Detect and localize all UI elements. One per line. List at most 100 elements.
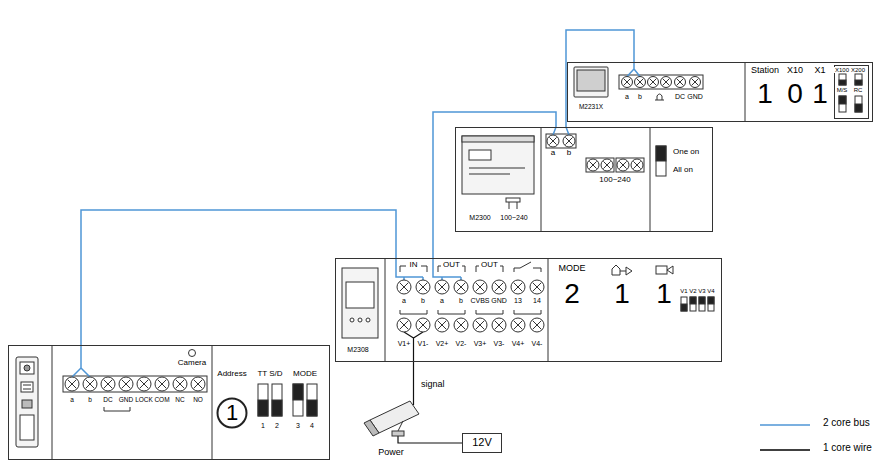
terminal-screw bbox=[622, 77, 633, 88]
panel-text: b bbox=[420, 297, 426, 304]
panel-text: 1 bbox=[260, 422, 266, 429]
dip-switch bbox=[699, 297, 705, 311]
symbol-icon bbox=[612, 265, 632, 275]
panel-text: All on bbox=[672, 166, 694, 174]
address-circle: 1 bbox=[216, 397, 248, 429]
panel-text: GND bbox=[490, 297, 508, 304]
panel-divider bbox=[650, 127, 651, 232]
panel-text: 1 bbox=[756, 80, 774, 108]
terminal-screw bbox=[511, 318, 525, 332]
panel-text: V2 bbox=[688, 288, 697, 294]
symbol-icon bbox=[656, 266, 667, 274]
device-panel: X100X200M/SRCM2231XabDCGNDStationX10X110… bbox=[567, 62, 873, 122]
device-icon bbox=[16, 357, 38, 447]
device-icon bbox=[21, 382, 33, 392]
terminal-screw bbox=[622, 77, 633, 88]
terminal-screw bbox=[563, 135, 575, 147]
voltage-label: 12V bbox=[471, 437, 493, 448]
panel-text: 0 bbox=[786, 80, 804, 108]
terminal-screw bbox=[101, 377, 115, 391]
dip-switch bbox=[293, 384, 303, 416]
terminal-screw bbox=[495, 283, 503, 291]
terminal-screw bbox=[191, 377, 205, 391]
terminal-screw bbox=[690, 77, 701, 88]
terminal-screw bbox=[68, 380, 76, 388]
device-icon bbox=[366, 318, 370, 322]
dip-switch bbox=[690, 297, 696, 311]
terminal-screw bbox=[565, 137, 572, 144]
terminal-screw bbox=[65, 377, 79, 391]
panel-text: IN bbox=[409, 261, 419, 269]
wire-label: signal bbox=[420, 380, 446, 389]
device-icon bbox=[469, 174, 510, 175]
panel-text: CVBS bbox=[469, 297, 490, 304]
terminal-screw bbox=[631, 159, 643, 171]
panel-text: M2308 bbox=[346, 346, 369, 353]
dip-switch bbox=[708, 297, 714, 311]
terminal-screw bbox=[511, 280, 525, 294]
device-icon bbox=[346, 282, 374, 308]
terminal-screw bbox=[514, 283, 522, 291]
panel-text: 1 bbox=[613, 280, 631, 308]
dip-switch bbox=[855, 96, 862, 112]
terminal-screw bbox=[397, 280, 411, 294]
signal-wire bbox=[398, 332, 462, 443]
device-icon bbox=[23, 389, 31, 390]
panel-divider bbox=[385, 258, 386, 362]
panel-text: V3 bbox=[697, 288, 706, 294]
symbol-icon bbox=[189, 350, 196, 357]
dip-switch bbox=[307, 384, 317, 416]
terminal-screw bbox=[533, 283, 541, 291]
terminal-screw bbox=[419, 321, 427, 329]
terminal-block bbox=[619, 75, 703, 89]
panel-text: V2- bbox=[455, 340, 468, 347]
panel-text: a bbox=[624, 93, 630, 100]
device-icon bbox=[20, 415, 34, 440]
bracket bbox=[514, 310, 541, 314]
terminal-screw bbox=[397, 318, 411, 332]
terminal-screw bbox=[637, 79, 644, 86]
panel-text: 1 bbox=[811, 80, 829, 108]
device-panel: M2308INOUTOUTababCVBSGND1314V1+V1-V2+V2-… bbox=[335, 258, 722, 362]
dip-switch bbox=[839, 96, 846, 104]
panel-text: b bbox=[458, 297, 464, 304]
terminal-screw bbox=[155, 377, 169, 391]
terminal-screw bbox=[416, 318, 430, 332]
dip-switch bbox=[272, 384, 282, 416]
bracket bbox=[400, 310, 427, 314]
camera-illustration bbox=[370, 401, 419, 433]
circle-outline bbox=[218, 399, 247, 428]
dip-switch bbox=[258, 400, 268, 416]
dip-switch bbox=[307, 400, 317, 416]
panel-text: MODE bbox=[292, 370, 318, 378]
device-icon bbox=[574, 67, 608, 97]
signal-wire bbox=[398, 436, 462, 443]
panel-text: X10 bbox=[786, 66, 804, 75]
device-icon bbox=[469, 168, 525, 169]
device-icon bbox=[358, 318, 362, 322]
panel-text: NO bbox=[192, 397, 204, 404]
terminal-screw bbox=[514, 321, 522, 329]
device-icon bbox=[469, 150, 491, 160]
terminal-screw bbox=[83, 377, 97, 391]
terminal-screw bbox=[416, 318, 430, 332]
device-icon bbox=[24, 365, 30, 371]
terminal-block bbox=[546, 134, 576, 148]
terminal-screw bbox=[675, 77, 686, 88]
panel-text: 14 bbox=[532, 297, 542, 304]
panel-text: 100~240 bbox=[598, 176, 631, 184]
terminal-screw bbox=[158, 380, 166, 388]
panel-text: OUT bbox=[480, 261, 499, 269]
panel-text: V4+ bbox=[511, 340, 526, 347]
bus-lead bbox=[72, 62, 640, 377]
terminal-screw bbox=[419, 283, 427, 291]
camera-illustration bbox=[364, 420, 379, 436]
terminal-screw bbox=[101, 377, 115, 391]
terminal-screw bbox=[137, 377, 151, 391]
panel-text: V1+ bbox=[397, 340, 412, 347]
terminal-block bbox=[586, 158, 614, 172]
bus-lead bbox=[433, 258, 461, 280]
panel-text: GND bbox=[118, 397, 134, 404]
panel-text: M/S bbox=[836, 87, 849, 93]
